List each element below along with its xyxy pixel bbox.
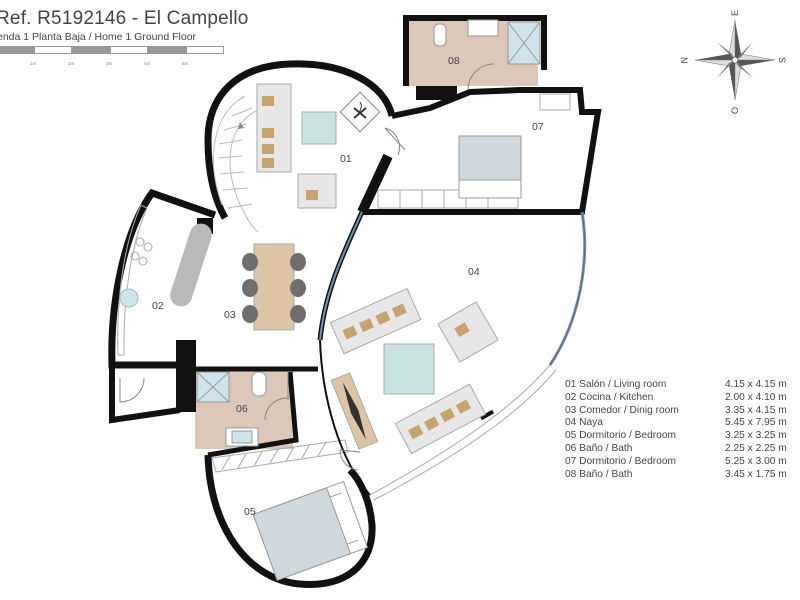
spiral-stairs [213, 95, 263, 233]
fireplace-icon [339, 91, 381, 133]
bath-08-wall [416, 86, 457, 100]
plan-subtitle: enda 1 Planta Baja / Home 1 Ground Floor [0, 31, 197, 43]
scale-label: 3m [106, 61, 113, 66]
toilet-icon [433, 23, 447, 47]
sofa-living [256, 83, 292, 173]
room-label-04: 04 [468, 266, 480, 278]
naya-wall-segment [479, 409, 495, 421]
legend-room-dims: 2.25 x 2.25 m [725, 442, 787, 454]
compass-north-label: N [679, 57, 689, 64]
room-label-08: 08 [448, 55, 460, 67]
room-label-03: 03 [224, 309, 236, 321]
plan-title: Ref. R5192146 - El Campello [0, 8, 249, 29]
legend-row: 06 Baño / Bath 2.25 x 2.25 m [565, 443, 795, 456]
armchair [297, 173, 337, 209]
legend-row: 07 Dormitorio / Bedroom 5.25 x 3.00 m [565, 456, 795, 469]
legend-room-name: 01 Salón / Living room [565, 379, 667, 390]
naya-wall [549, 211, 586, 366]
kitchen-island [170, 223, 212, 307]
coffee-table [301, 111, 337, 145]
naya-wall [319, 339, 371, 496]
scale-bar [0, 46, 224, 55]
structural-pillar [176, 340, 196, 412]
dining-set [242, 243, 306, 331]
legend-row: 02 Cocina / Kitchen 2.00 x 4.10 m [565, 392, 795, 405]
bed-07 [458, 135, 522, 199]
stair-arrow [238, 122, 244, 129]
bedroom-07-wall [357, 153, 393, 215]
scale-label: 5m [182, 61, 189, 66]
kitchen-counter [117, 204, 148, 356]
washbasin [467, 19, 499, 37]
bath-06-door-swing [264, 397, 288, 421]
compass-west-label: O [730, 107, 740, 114]
scale-label: 4m [144, 61, 151, 66]
naya-glass [319, 211, 363, 341]
scale-labels: 1m 2m 3m 4m 5m [0, 61, 224, 69]
naya-bench [330, 372, 379, 450]
bath-06-wall [207, 371, 299, 458]
hob-icon [143, 242, 153, 252]
naya-railing [369, 364, 551, 496]
hob-icon [138, 256, 148, 266]
living-room-wall [204, 60, 396, 220]
legend-room-name: 06 Baño / Bath [565, 442, 633, 454]
wardrobe [211, 439, 349, 473]
sink-icon [119, 288, 139, 308]
shower-line [196, 371, 230, 403]
toilet-icon [251, 371, 267, 397]
legend-room-name: 08 Baño / Bath [565, 468, 633, 480]
legend-row: 05 Dormitorio / Bedroom 3.25 x 3.25 m [565, 430, 795, 443]
legend-room-dims: 3.25 x 3.25 m [725, 430, 787, 442]
kitchen-wall [108, 188, 217, 369]
legend-room-dims: 2.00 x 4.10 m [725, 391, 787, 403]
room-legend: 01 Salón / Living room 4.15 x 4.15 m 02 C… [565, 379, 795, 481]
compass-rose: E O N S [679, 10, 787, 114]
legend-row: 03 Comedor / Dinig room 3.35 x 4.15 m [565, 405, 795, 418]
legend-room-dims: 5.45 x 7.95 m [725, 417, 787, 429]
legend-room-name: 02 Cocina / Kitchen [565, 391, 654, 403]
naya-coffee-table [383, 343, 435, 395]
washbasin-bowl [231, 430, 253, 444]
naya-sofa [394, 383, 487, 455]
bedroom-05-wall [204, 454, 376, 588]
compass-south-label: S [777, 57, 787, 63]
compass-east-label: E [730, 10, 740, 16]
legend-row: 01 Salón / Living room 4.15 x 4.15 m [565, 379, 795, 392]
legend-room-dims: 3.35 x 4.15 m [725, 404, 787, 416]
legend-room-name: 07 Dormitorio / Bedroom [565, 455, 676, 467]
naya-railing [373, 369, 557, 501]
naya-armchair [437, 301, 499, 363]
legend-room-dims: 5.25 x 3.00 m [725, 455, 787, 467]
legend-room-name: 03 Comedor / Dinig room [565, 404, 679, 416]
naya-door [339, 449, 361, 471]
bath-08-wall [403, 15, 547, 86]
naya-sofa [329, 287, 422, 355]
shower-line [507, 21, 541, 65]
room-label-01: 01 [340, 153, 352, 165]
room-label-02: 02 [152, 300, 164, 312]
bath-08-door-swing [467, 63, 495, 91]
room-label-07: 07 [532, 121, 544, 133]
legend-room-dims: 3.45 x 1.75 m [725, 468, 787, 480]
naya-glass [548, 211, 587, 366]
hob-icon [135, 237, 145, 247]
scale-label: 2m [68, 61, 75, 66]
bedroom-07-closet [539, 93, 571, 111]
legend-room-name: 05 Dormitorio / Bedroom [565, 430, 676, 442]
entrance-wall [109, 365, 181, 424]
room-label-06: 06 [236, 403, 248, 415]
bedroom-07-door [384, 127, 406, 156]
hob-icon [130, 251, 140, 261]
legend-room-name: 04 Naya [565, 417, 603, 429]
bed-05 [252, 480, 369, 581]
legend-room-dims: 4.15 x 4.15 m [725, 379, 787, 390]
entrance-door-swing [119, 377, 145, 403]
legend-row: 04 Naya 5.45 x 7.95 m [565, 417, 795, 430]
scale-label: 1m [30, 61, 37, 66]
room-label-05: 05 [244, 506, 256, 518]
legend-row: 08 Baño / Bath 3.45 x 1.75 m [565, 469, 795, 482]
